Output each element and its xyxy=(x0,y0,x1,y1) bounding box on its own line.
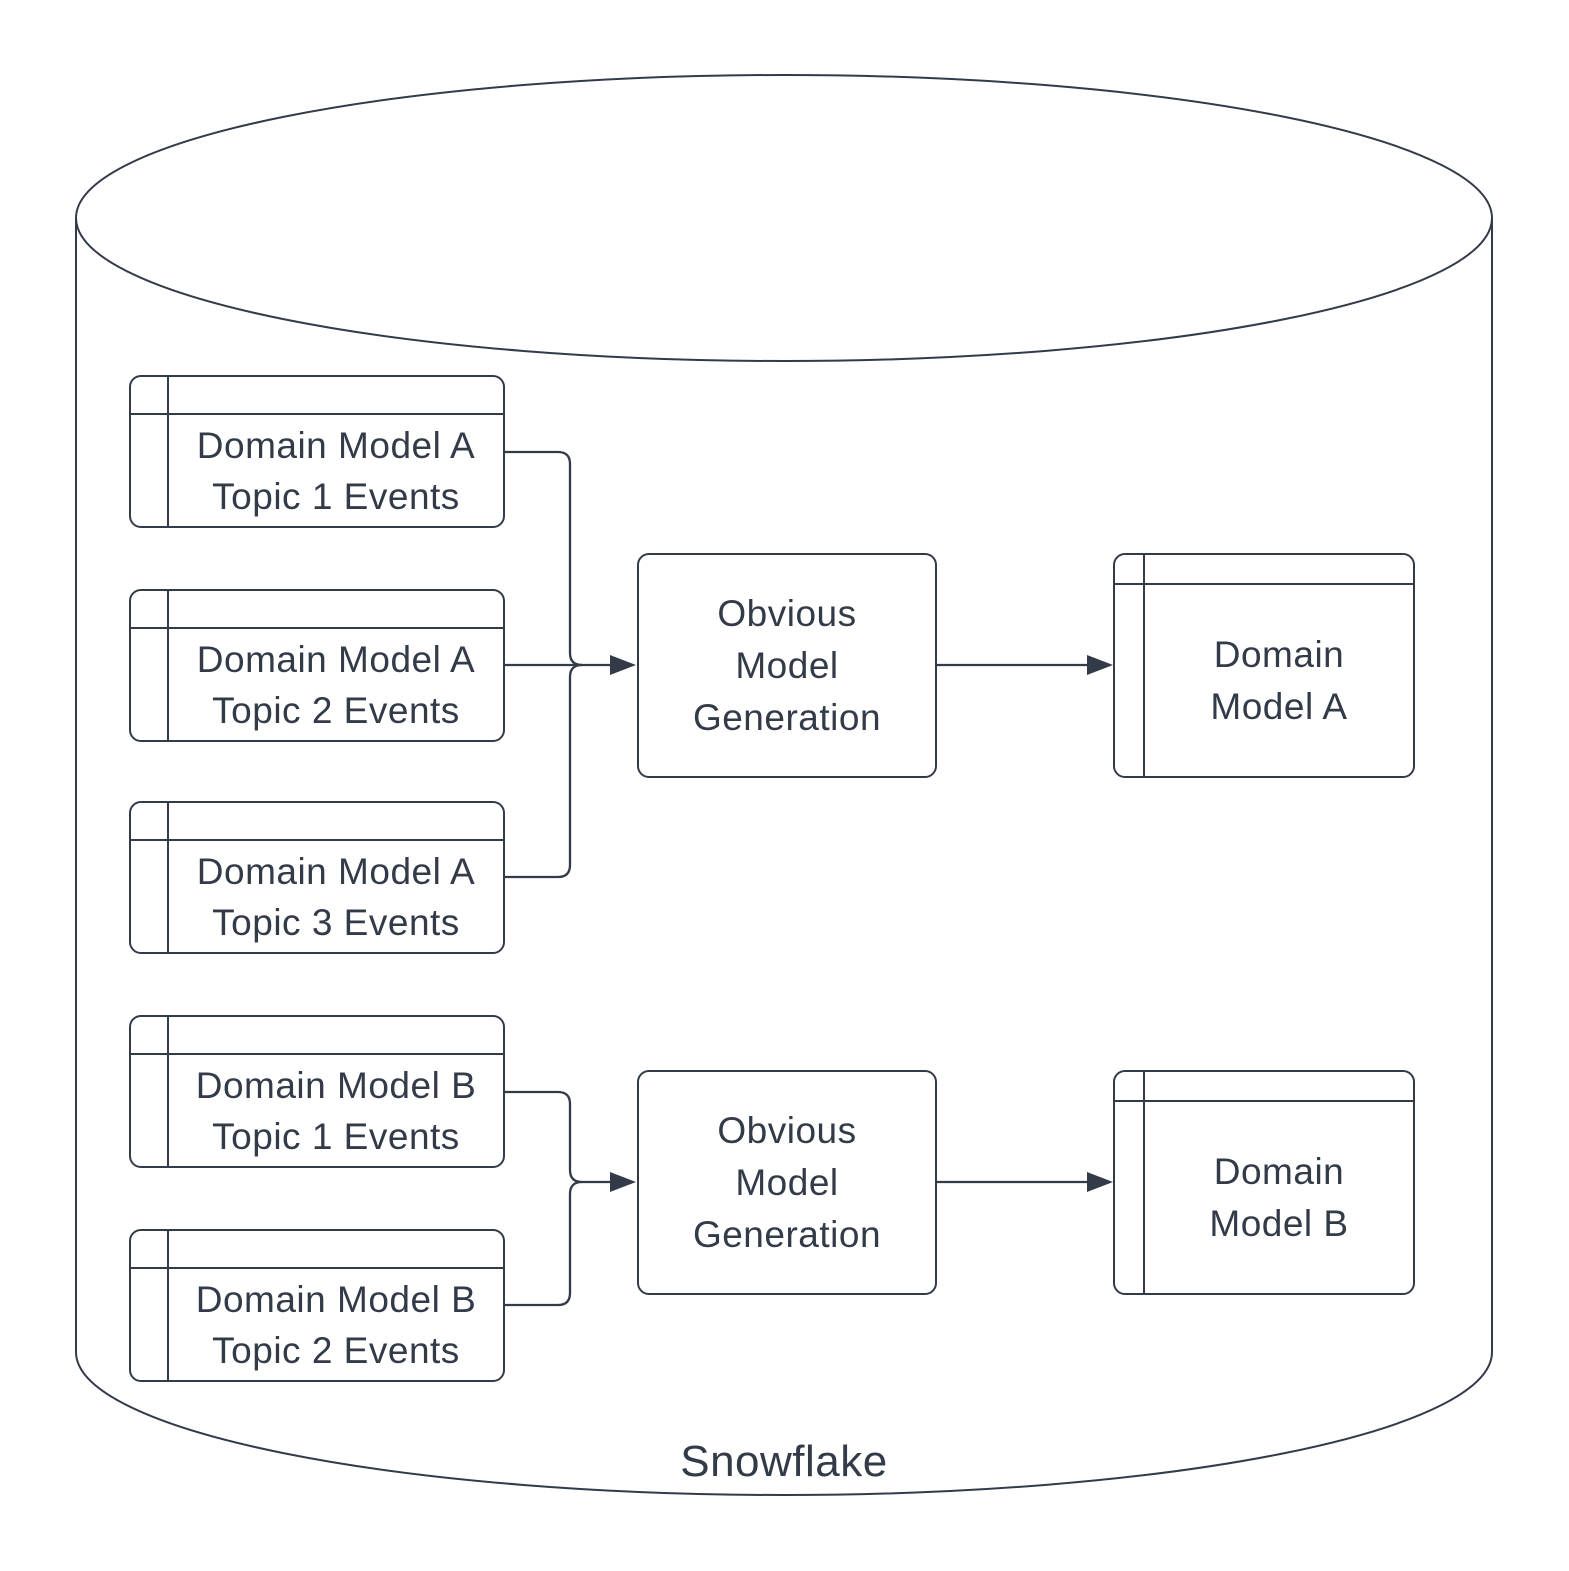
process-label-line: Obvious xyxy=(717,592,857,634)
table-label-line: Domain Model A xyxy=(196,638,476,680)
table-label-line: Topic 1 Events xyxy=(212,475,460,517)
snowflake-container-label: Snowflake xyxy=(680,1437,888,1486)
table-label: Domain Model A Topic 3 Events xyxy=(169,841,503,952)
table-label-line: Domain Model A xyxy=(196,424,476,466)
table-label-line: Model A xyxy=(1210,685,1348,727)
connector-b-topic2-to-generation xyxy=(505,1180,583,1307)
arrowhead-into-model-a xyxy=(1087,655,1113,675)
process-label-line: Generation xyxy=(692,1213,882,1255)
table-label-line: Topic 1 Events xyxy=(212,1115,460,1157)
table-label-line: Domain Model A xyxy=(196,850,476,892)
table-side-strip xyxy=(1115,1072,1145,1293)
table-header-strip xyxy=(131,1017,503,1055)
table-side-strip xyxy=(131,1017,169,1166)
connector-a-topic3-to-generation xyxy=(505,663,583,879)
table-label-line: Domain Model B xyxy=(195,1278,477,1320)
connector-a-topic1-to-generation xyxy=(505,450,583,667)
table-label-line: Topic 2 Events xyxy=(212,1329,460,1371)
process-obvious-model-generation-b: Obvious Model Generation xyxy=(637,1070,937,1295)
process-label-line: Model xyxy=(735,644,839,686)
table-header-strip xyxy=(131,377,503,415)
process-label-line: Model xyxy=(735,1161,839,1203)
source-table-domain-b-topic-1: Domain Model B Topic 1 Events xyxy=(129,1015,505,1168)
table-header-strip xyxy=(131,591,503,629)
source-table-domain-a-topic-2: Domain Model A Topic 2 Events xyxy=(129,589,505,742)
table-side-strip xyxy=(131,1231,169,1380)
table-label: Domain Model A Topic 1 Events xyxy=(169,415,503,526)
table-label-line: Topic 3 Events xyxy=(212,901,460,943)
output-table-domain-model-a: Domain Model A xyxy=(1113,553,1415,778)
snowflake-cylinder-top-ellipse xyxy=(75,74,1493,362)
snowflake-cylinder-body xyxy=(75,218,1493,1496)
table-side-strip xyxy=(131,803,169,952)
table-label: Domain Model B Topic 1 Events xyxy=(169,1055,503,1166)
process-obvious-model-generation-a: Obvious Model Generation xyxy=(637,553,937,778)
arrowhead-into-model-b xyxy=(1087,1172,1113,1192)
table-side-strip xyxy=(131,377,169,526)
table-label-line: Domain xyxy=(1213,1150,1345,1192)
table-label: Domain Model A xyxy=(1145,585,1413,776)
table-header-strip xyxy=(131,1231,503,1269)
table-label-line: Domain xyxy=(1213,633,1345,675)
process-label-line: Generation xyxy=(692,696,882,738)
arrowhead-into-generation-b xyxy=(610,1172,636,1192)
table-label: Domain Model B xyxy=(1145,1102,1413,1293)
table-side-strip xyxy=(1115,555,1145,776)
table-header-strip xyxy=(131,803,503,841)
table-side-strip xyxy=(131,591,169,740)
table-label-line: Domain Model B xyxy=(195,1064,477,1106)
connector-b-topic1-to-generation xyxy=(505,1090,583,1184)
process-label-line: Obvious xyxy=(717,1109,857,1151)
source-table-domain-a-topic-3: Domain Model A Topic 3 Events xyxy=(129,801,505,954)
source-table-domain-b-topic-2: Domain Model B Topic 2 Events xyxy=(129,1229,505,1382)
table-label: Domain Model A Topic 2 Events xyxy=(169,629,503,740)
source-table-domain-a-topic-1: Domain Model A Topic 1 Events xyxy=(129,375,505,528)
table-label-line: Topic 2 Events xyxy=(212,689,460,731)
table-label-line: Model B xyxy=(1209,1202,1349,1244)
table-header-strip xyxy=(1115,1072,1413,1102)
table-label: Domain Model B Topic 2 Events xyxy=(169,1269,503,1380)
table-header-strip xyxy=(1115,555,1413,585)
arrowhead-into-generation-a xyxy=(610,655,636,675)
output-table-domain-model-b: Domain Model B xyxy=(1113,1070,1415,1295)
